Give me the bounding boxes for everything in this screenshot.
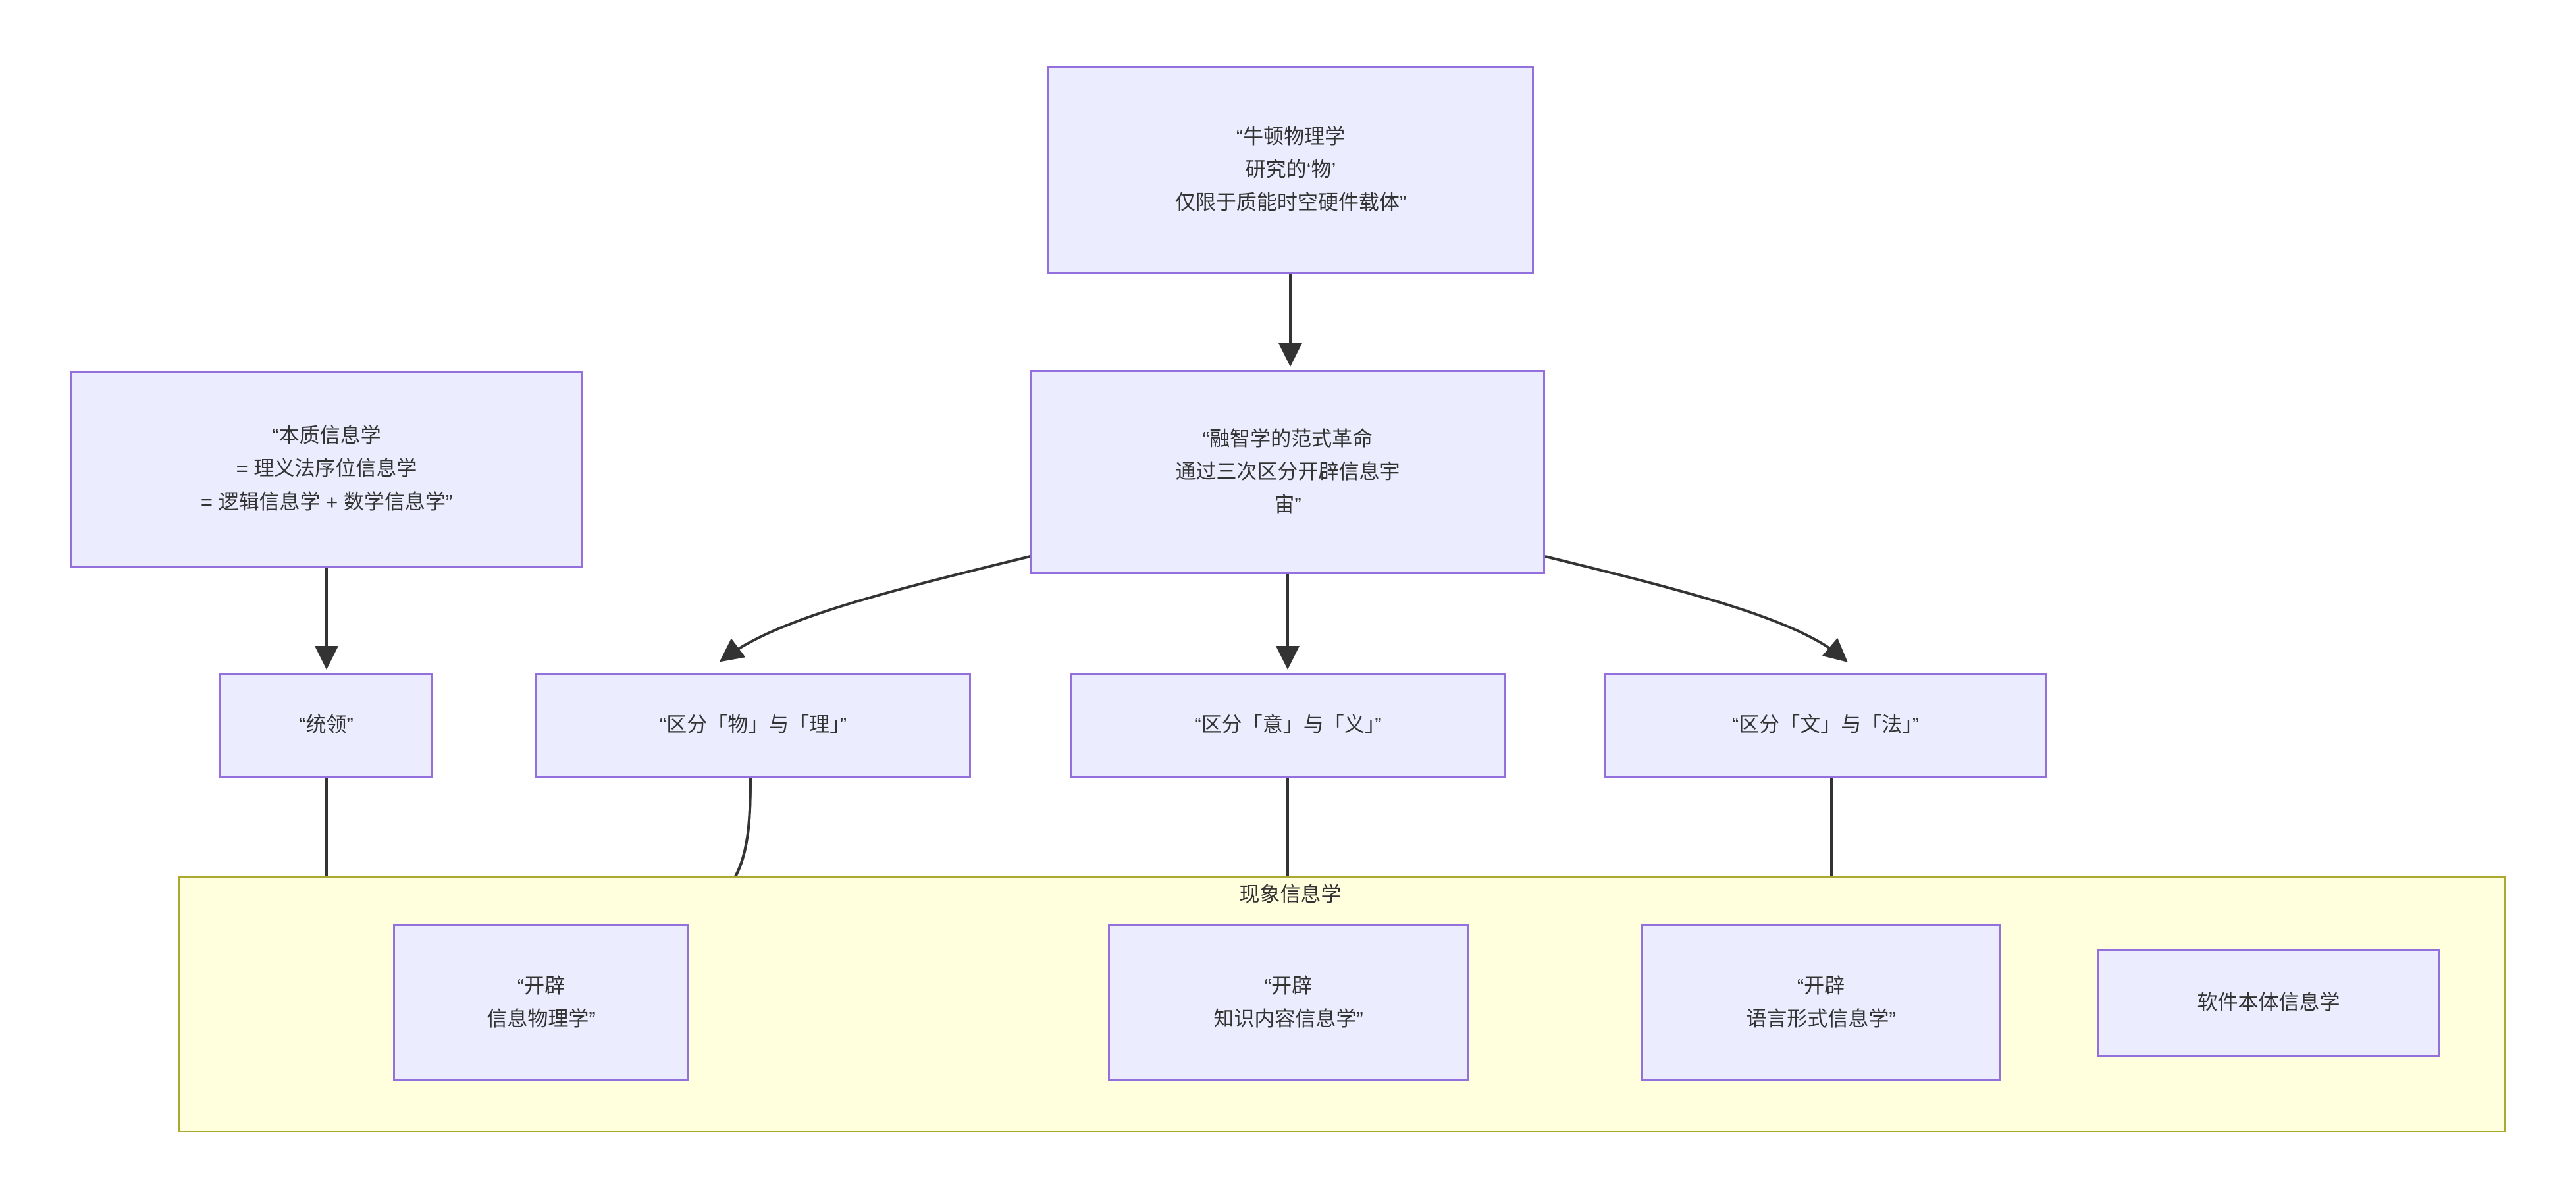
node-label: “牛顿物理学 研究的‘物’ 仅限于质能时空硬件载体”: [1174, 124, 1407, 215]
node-distinction-yi-yi[interactable]: “区分「意」与「义」”: [1070, 673, 1506, 778]
cluster-label: 现象信息学: [1239, 883, 1342, 906]
node-knowledge-content-informatics[interactable]: “开辟 知识内容信息学”: [1108, 924, 1469, 1081]
node-label: “融智学的范式革命 通过三次区分开辟信息宇 宙”: [1175, 427, 1400, 517]
node-lead[interactable]: “统领”: [219, 673, 433, 778]
node-label: “开辟 知识内容信息学”: [1213, 974, 1363, 1030]
node-essential-informatics[interactable]: “本质信息学 = 理义法序位信息学 = 逻辑信息学 + 数学信息学”: [70, 371, 583, 568]
node-software-ontology-informatics[interactable]: 软件本体信息学: [2097, 949, 2440, 1057]
node-label: “本质信息学 = 理义法序位信息学 = 逻辑信息学 + 数学信息学”: [200, 424, 453, 514]
node-label: “开辟 信息物理学”: [486, 974, 596, 1030]
node-paradigm-revolution[interactable]: “融智学的范式革命 通过三次区分开辟信息宇 宙”: [1030, 370, 1545, 574]
node-label: “开辟 语言形式信息学”: [1746, 974, 1896, 1030]
node-label: “区分「意」与「义」”: [1194, 713, 1382, 737]
node-label: “区分「物」与「理」”: [659, 713, 847, 737]
node-distinction-wu-li[interactable]: “区分「物」与「理」”: [535, 673, 971, 778]
node-newton-physics[interactable]: “牛顿物理学 研究的‘物’ 仅限于质能时空硬件载体”: [1047, 66, 1534, 274]
node-information-physics[interactable]: “开辟 信息物理学”: [393, 924, 689, 1081]
node-label: 软件本体信息学: [2197, 991, 2340, 1015]
node-label: “统领”: [299, 713, 354, 737]
node-distinction-wen-fa[interactable]: “区分「文」与「法」”: [1604, 673, 2047, 778]
node-label: “区分「文」与「法」”: [1731, 713, 1920, 737]
edge-paradigm-to-dist3: [1544, 555, 1848, 662]
edge-paradigm-to-dist1: [719, 555, 1031, 662]
node-language-form-informatics[interactable]: “开辟 语言形式信息学”: [1641, 924, 2001, 1081]
